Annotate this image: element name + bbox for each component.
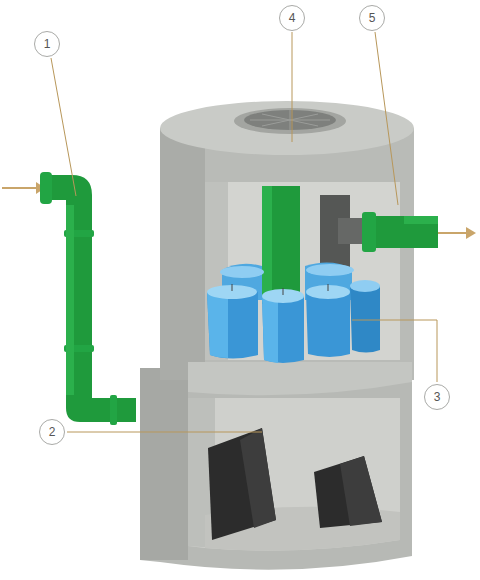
leader-line — [292, 32, 293, 142]
leader-line — [375, 32, 398, 205]
base-body — [140, 368, 412, 570]
leader-line — [352, 320, 437, 382]
callout-circle: 1 — [34, 31, 60, 57]
inflow-arrow — [2, 187, 36, 189]
middle-slab — [188, 362, 412, 395]
outlet-flange — [362, 212, 376, 252]
grate-bars — [250, 110, 330, 130]
outlet-highlight — [404, 216, 438, 224]
outflow-arrowhead — [466, 227, 476, 239]
lower-chamber — [188, 398, 400, 551]
callout-circle: 5 — [359, 5, 385, 31]
callout-circle: 3 — [424, 384, 450, 410]
callout-circle: 2 — [39, 419, 65, 445]
callout-number: 3 — [434, 391, 441, 403]
manhole-grate — [244, 110, 336, 130]
baffle — [208, 428, 276, 540]
cylinder-top — [160, 101, 414, 155]
callout-number: 2 — [49, 426, 56, 438]
upper-body — [160, 128, 414, 380]
baffle — [314, 456, 382, 528]
base-side — [140, 368, 188, 560]
central-pipe-highlight — [262, 186, 272, 304]
callout-number: 4 — [289, 12, 296, 24]
leader-line — [51, 58, 76, 196]
callout-circle: 4 — [279, 5, 305, 31]
upper-side — [160, 128, 205, 380]
inlet-pipe — [40, 172, 136, 425]
baffle-face — [240, 428, 276, 528]
baffle-face — [340, 456, 382, 526]
filter-cartridges — [207, 262, 380, 363]
leader-line — [67, 432, 262, 433]
central-pipe — [262, 186, 300, 304]
callout-number: 5 — [369, 12, 376, 24]
manhole-frame — [234, 108, 346, 134]
outflow-arrow — [438, 232, 466, 234]
callout-number: 1 — [44, 38, 51, 50]
leader-lines — [51, 32, 437, 432]
